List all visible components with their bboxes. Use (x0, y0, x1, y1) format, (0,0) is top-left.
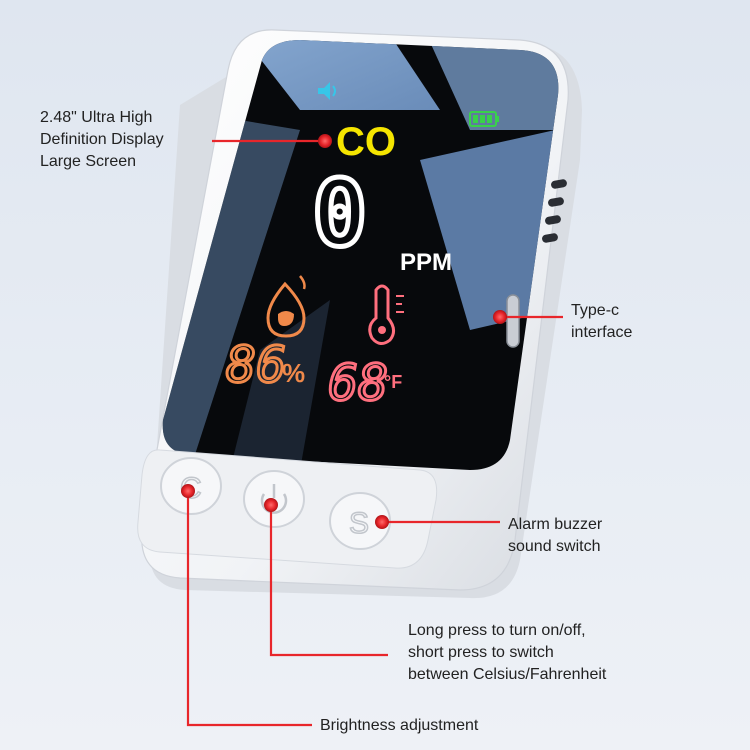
humidity-value: 86 (226, 336, 286, 394)
power-dot (264, 498, 278, 512)
callout-power: Long press to turn on/off, short press t… (408, 622, 607, 683)
temperature-value: 68 (328, 354, 388, 412)
callout-lines (186, 139, 563, 727)
unit-label: PPM (400, 249, 452, 276)
humidity-unit: % (282, 358, 305, 388)
gas-label: CO (336, 120, 396, 164)
humidity-icon (266, 275, 306, 338)
callout-display: 2.48" Ultra High Definition Display Larg… (40, 109, 164, 170)
callout-brightness: Brightness adjustment (320, 717, 479, 734)
battery-icon (469, 111, 499, 127)
brightness-dot (181, 484, 195, 498)
callout-alarm: Alarm buzzer sound switch (508, 516, 603, 555)
display-dot (318, 134, 332, 148)
sound-button[interactable]: S (329, 492, 391, 550)
speaker-icon (318, 82, 336, 100)
side-vents (542, 179, 567, 243)
typec-dot (493, 310, 507, 324)
thermometer-icon (368, 284, 404, 345)
gas-value: 0 (312, 160, 367, 267)
alarm-dot (375, 515, 389, 529)
temperature-unit: °F (384, 372, 402, 392)
sound-button-label: S (349, 507, 369, 540)
callout-typec: Type-c interface (571, 302, 633, 341)
power-icon (260, 493, 288, 514)
type-c-port (506, 294, 520, 348)
